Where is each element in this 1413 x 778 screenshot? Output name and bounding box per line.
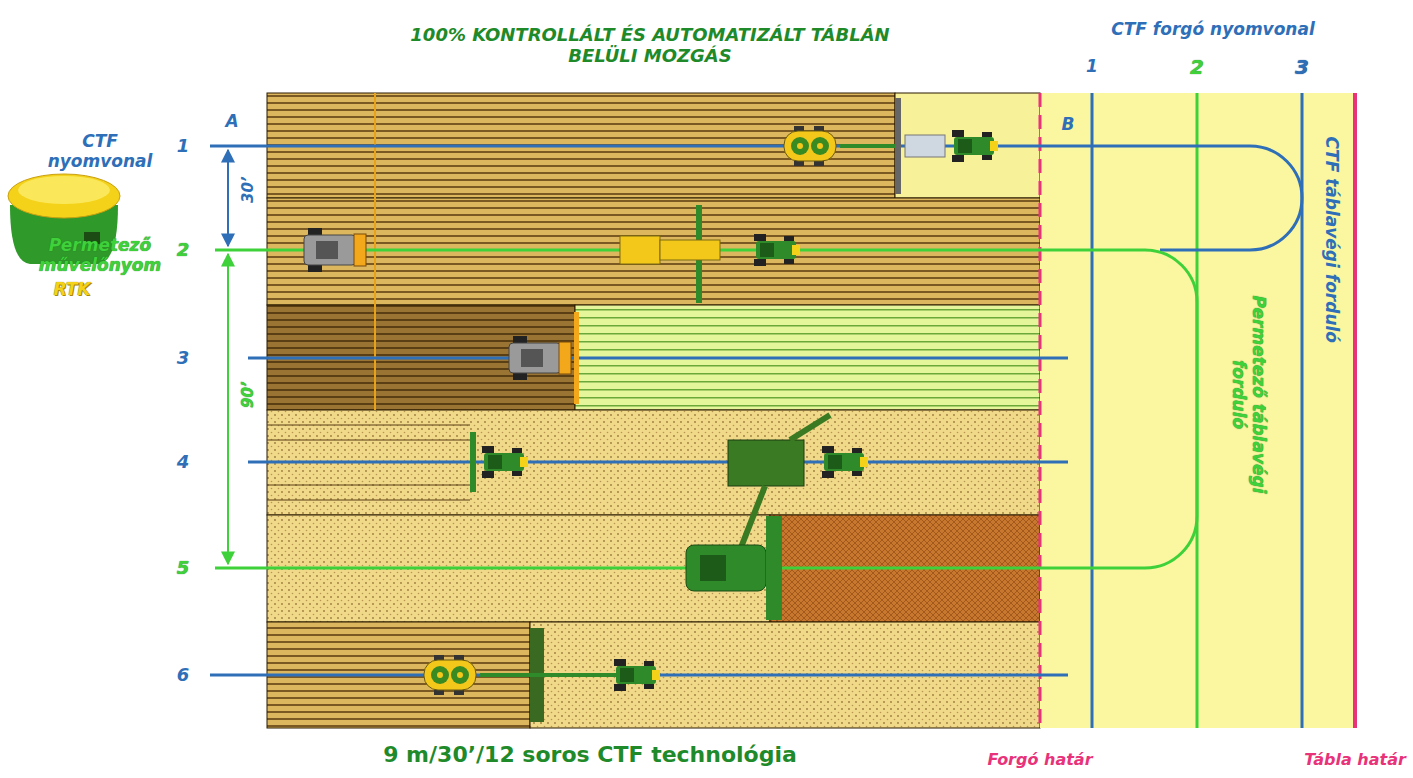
point-label: B	[1062, 115, 1075, 135]
row-number: 3	[177, 348, 190, 369]
turn-label: CTF táblavégi forduló	[1321, 137, 1341, 343]
track-legend-label: CTF nyomvonal	[40, 132, 160, 171]
dimension-label: 90’	[239, 382, 256, 409]
row-number: 1	[177, 136, 190, 157]
diagram-caption: 9 m/30’/12 soros CTF technológia	[383, 742, 797, 767]
row-number: 6	[177, 665, 190, 686]
track-number: 2	[1190, 56, 1204, 79]
boundary-label: Tábla határ	[1304, 751, 1406, 769]
diagram-title: 100% KONTROLLÁLT ÉS AUTOMATIZÁLT TÁBLÁN …	[390, 25, 910, 66]
device-label: RTK	[53, 280, 90, 300]
dimension-arrow	[227, 150, 229, 246]
row-number: 4	[177, 452, 190, 473]
track-lines	[210, 146, 1302, 675]
dimension-label: 30’	[239, 177, 256, 204]
headland-boundary	[1039, 93, 1042, 728]
turn-track	[1091, 93, 1094, 728]
row-number: 5	[177, 558, 190, 579]
track-number: 1	[1086, 57, 1098, 77]
boundary-label: Forgó határ	[987, 751, 1092, 769]
machines	[304, 98, 998, 722]
track-number: 3	[1295, 56, 1309, 79]
dimension-arrow	[227, 254, 229, 564]
turn-label: Permetező táblavégi forduló	[1228, 285, 1267, 505]
row-detail	[267, 93, 470, 500]
field-boundary	[1353, 93, 1357, 728]
row-number: 2	[177, 240, 190, 261]
point-label: A	[225, 112, 238, 132]
field-strips	[267, 93, 1040, 728]
track-legend-label: Permetező művelőnyom	[25, 236, 175, 275]
section-heading: CTF forgó nyomvonal	[1111, 20, 1315, 40]
